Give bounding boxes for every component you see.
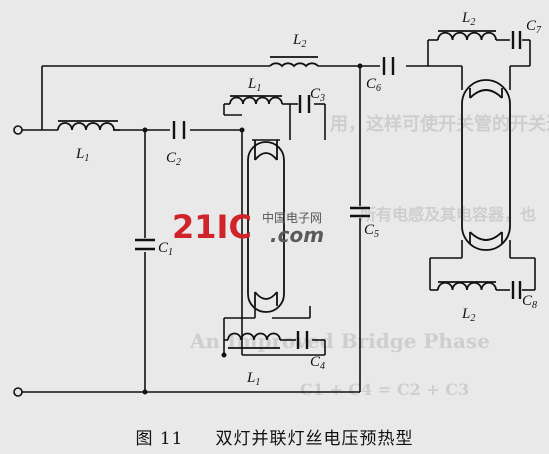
lamp-left — [247, 140, 285, 313]
bg-text-1: 用，这样可使开关管的开关过 — [330, 113, 549, 135]
capacitors — [135, 31, 522, 349]
inductor-l2-right-lamp-bottom — [437, 281, 497, 291]
input-terminal-bottom — [13, 387, 23, 397]
capacitor-c6 — [382, 57, 395, 75]
label-c3: C3 — [310, 86, 325, 104]
label-c7: C7 — [526, 18, 542, 36]
label-c4: C4 — [310, 354, 325, 372]
label-c1: C1 — [158, 240, 173, 258]
input-terminal-top — [13, 125, 23, 135]
inductor-l1-input — [57, 120, 120, 131]
capacitor-c5 — [350, 206, 370, 218]
label-l2-right-top: L2 — [461, 10, 475, 28]
label-l2-top: L2 — [292, 32, 306, 50]
lamp-right — [461, 79, 511, 251]
component-labels: L1 C2 C1 L1 C3 L1 C4 L2 C5 C6 L2 C7 L2 C… — [75, 10, 542, 388]
label-c6: C6 — [366, 76, 381, 94]
bg-text-4: C1 + C4 = C2 + C3 — [300, 380, 469, 399]
inductor-l2-right-lamp-top — [437, 30, 497, 41]
capacitor-c2 — [172, 121, 186, 139]
label-l1-lamp-top: L1 — [247, 76, 261, 94]
bg-text-3: An Improved Bridge Phase — [189, 329, 490, 353]
logo-number: 21IC — [172, 208, 252, 246]
label-c8: C8 — [522, 293, 537, 311]
bg-text-2: 所有电感及其电容器，也 — [360, 205, 536, 224]
lamps — [247, 79, 511, 313]
inductor-l1-left-lamp-bottom — [227, 332, 281, 349]
site-logo-watermark: 21IC 中国电子网 .com — [172, 208, 324, 247]
inductor-l2-top — [269, 56, 319, 68]
inductors — [57, 30, 497, 349]
label-c2: C2 — [166, 150, 181, 168]
label-l1-lamp-bottom: L1 — [246, 370, 260, 388]
background-watermark: 用，这样可使开关管的开关过 所有电感及其电容器，也 An Improved Br… — [189, 113, 549, 399]
label-l2-right-bottom: L2 — [461, 306, 475, 324]
capacitor-c3 — [298, 95, 311, 113]
figure-caption: 图 11 双灯并联灯丝电压预热型 — [0, 424, 549, 449]
capacitor-c8 — [511, 281, 522, 299]
label-l1-input: L1 — [75, 146, 89, 164]
junction-dots — [142, 63, 363, 395]
capacitor-c4 — [296, 331, 309, 349]
figure-title: 双灯并联灯丝电压预热型 — [215, 429, 414, 449]
logo-domain: .com — [270, 223, 324, 247]
capacitor-c7 — [511, 31, 522, 49]
label-c5: C5 — [364, 222, 379, 240]
capacitor-c1 — [135, 238, 155, 251]
figure-number: 图 11 — [135, 429, 184, 449]
inductor-l1-left-lamp-top — [229, 95, 283, 105]
logo-cn-text: 中国电子网 — [262, 210, 322, 225]
